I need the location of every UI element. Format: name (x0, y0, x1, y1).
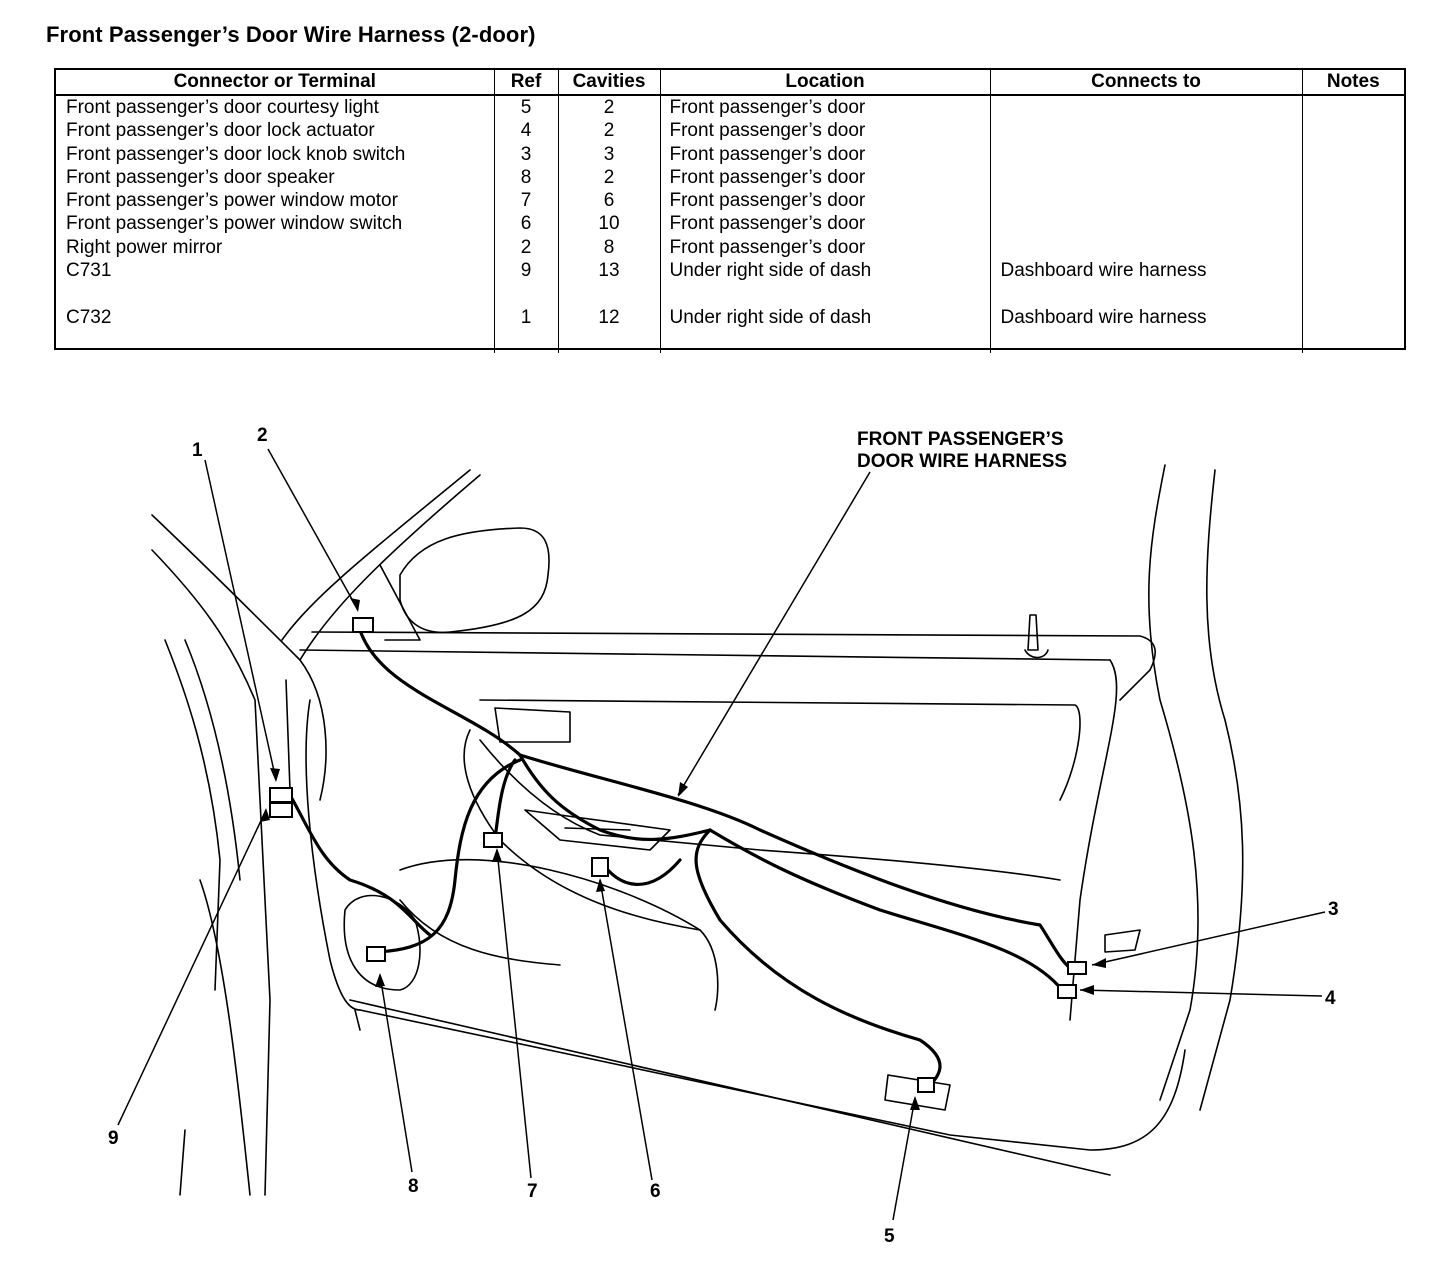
location-cell: Under right side of dash (660, 306, 991, 354)
speaker-outline (343, 894, 421, 991)
header-connects-to: Connects to (990, 70, 1303, 96)
header-ref: Ref (494, 70, 559, 96)
callout-9: 9 (108, 1128, 119, 1149)
callout-6: 6 (650, 1181, 661, 1202)
cavities-cell: 8 (558, 235, 661, 260)
connects-to-cell: Dashboard wire harness (990, 259, 1303, 307)
ref-cell: 7 (494, 189, 559, 213)
location-cell: Front passenger’s door (660, 95, 991, 120)
location-cell: Front passenger’s door (660, 212, 991, 236)
connects-to-cell (990, 95, 1303, 120)
connector-cell: C732 (56, 306, 495, 354)
connector-8-speaker (366, 946, 386, 962)
connects-to-cell (990, 189, 1303, 213)
connects-to-cell: Dashboard wire harness (990, 306, 1303, 354)
connects-to-cell (990, 212, 1303, 236)
connector-4-lock-actuator (1057, 984, 1077, 999)
door-outline (311, 631, 1156, 701)
location-cell: Under right side of dash (660, 259, 991, 307)
connector-7-window-motor (483, 832, 503, 848)
harness-label-line1: FRONT PASSENGER’S (857, 429, 1064, 450)
callout-7: 7 (527, 1181, 538, 1202)
notes-cell (1302, 189, 1404, 212)
ref-cell: 1 (494, 306, 559, 354)
ref-cell: 2 (494, 235, 559, 260)
connector-3-lock-knob (1067, 961, 1087, 975)
connects-to-cell (990, 165, 1303, 190)
ref-cell: 5 (494, 95, 559, 120)
cavities-cell: 12 (558, 306, 661, 354)
header-notes: Notes (1302, 70, 1404, 96)
cavities-cell: 2 (558, 165, 661, 190)
connector-5-courtesy-light (917, 1077, 935, 1093)
connector-cell: Front passenger’s door courtesy light (56, 95, 495, 120)
harness-label-line2: DOOR WIRE HARNESS (857, 451, 1067, 472)
window-frame (281, 469, 471, 641)
callout-3: 3 (1328, 899, 1339, 920)
header-cavities: Cavities (558, 70, 661, 96)
callout-4: 4 (1325, 988, 1336, 1009)
ref-cell: 9 (494, 259, 559, 307)
connects-to-cell (990, 119, 1303, 143)
connector-cell: Front passenger’s power window motor (56, 189, 495, 213)
connector-cell: Front passenger’s door lock actuator (56, 119, 495, 143)
a-pillar-outline (151, 514, 327, 801)
ref-cell: 8 (494, 165, 559, 190)
notes-cell (1302, 259, 1404, 306)
connector-1-c732 (269, 787, 293, 803)
mirror-outline (399, 527, 550, 634)
connector-cell: Front passenger’s door speaker (56, 165, 495, 190)
notes-cell (1302, 212, 1404, 235)
location-cell: Front passenger’s door (660, 119, 991, 143)
header-connector: Connector or Terminal (56, 70, 495, 96)
ref-cell: 4 (494, 119, 559, 143)
cavities-cell: 13 (558, 259, 661, 307)
cavities-cell: 3 (558, 142, 661, 166)
cavities-cell: 6 (558, 189, 661, 213)
connector-6-window-switch (591, 857, 609, 877)
callout-1: 1 (192, 440, 203, 461)
location-cell: Front passenger’s door (660, 165, 991, 190)
ref-cell: 6 (494, 212, 559, 236)
connector-cell: Front passenger’s power window switch (56, 212, 495, 236)
cavities-cell: 2 (558, 95, 661, 120)
header-location: Location (660, 70, 991, 96)
notes-cell (1302, 306, 1404, 353)
connector-table: Connector or Terminal Ref Cavities Locat… (54, 68, 1406, 354)
location-cell: Front passenger’s door (660, 189, 991, 213)
connector-cell: Right power mirror (56, 235, 495, 260)
callout-5: 5 (884, 1226, 895, 1247)
notes-cell (1302, 95, 1404, 119)
connector-cell: Front passenger’s door lock knob switch (56, 142, 495, 166)
connector-2-mirror (352, 617, 374, 633)
connects-to-cell (990, 235, 1303, 260)
page-title: Front Passenger’s Door Wire Harness (2-d… (46, 22, 536, 47)
notes-cell (1302, 166, 1404, 189)
notes-cell (1302, 236, 1404, 259)
callout-8: 8 (408, 1176, 419, 1197)
door-harness-diagram: FRONT PASSENGER’S DOOR WIRE HARNESS 1 2 … (108, 425, 1339, 1247)
location-cell: Front passenger’s door (660, 235, 991, 260)
ref-cell: 3 (494, 142, 559, 166)
notes-cell (1302, 119, 1404, 142)
cavities-cell: 2 (558, 119, 661, 143)
connector-9-c731 (269, 802, 293, 818)
connects-to-cell (990, 142, 1303, 166)
notes-cell (1302, 143, 1404, 166)
table-header-row: Connector or Terminal Ref Cavities Locat… (56, 70, 1404, 96)
connector-cell: C731 (56, 259, 495, 307)
harness-wire-main (358, 628, 1072, 970)
cavities-cell: 10 (558, 212, 661, 236)
callout-2: 2 (257, 425, 268, 446)
location-cell: Front passenger’s door (660, 142, 991, 166)
